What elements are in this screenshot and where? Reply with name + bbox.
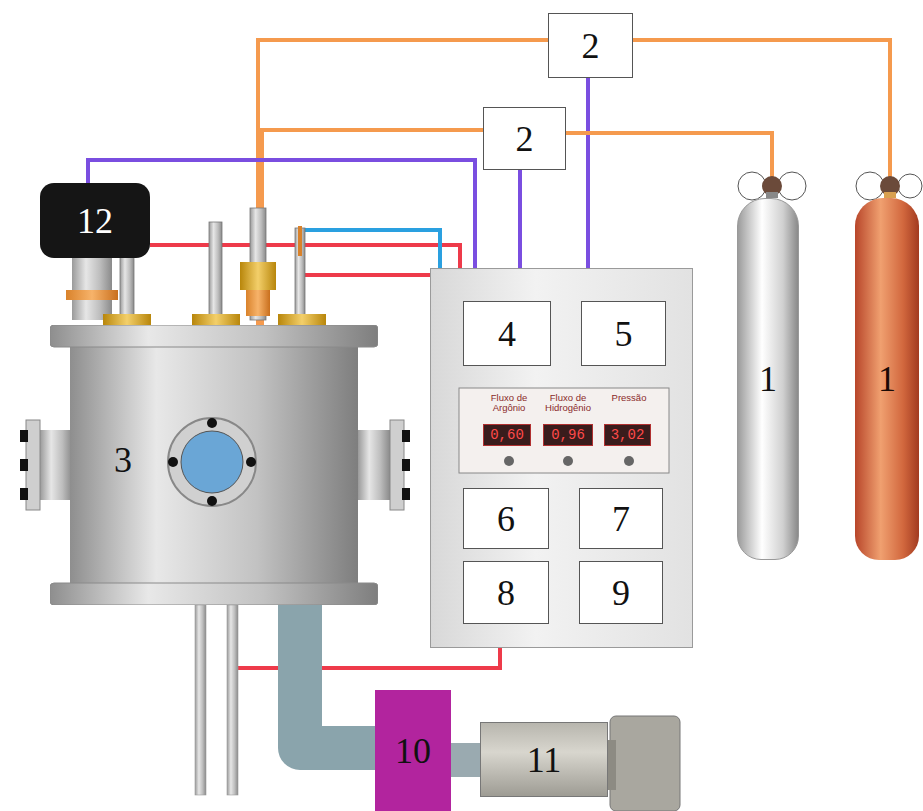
callout-number: 1	[759, 358, 777, 400]
callout-number: 11	[527, 739, 562, 781]
callout-number: 8	[497, 572, 515, 614]
fitting-base	[278, 314, 326, 325]
connection-line	[633, 40, 890, 198]
callout-number: 10	[395, 730, 431, 772]
readout: 0,60	[483, 424, 531, 446]
cylinder-valve	[738, 172, 806, 200]
gauge-ring	[66, 290, 118, 300]
vacuum-pipe	[451, 743, 480, 777]
fitting-base	[103, 314, 151, 325]
callout-number: 1	[878, 358, 896, 400]
callout-number: 7	[612, 498, 630, 540]
controller-box: 2	[483, 107, 566, 170]
water-tube	[227, 605, 238, 795]
inlet-sleeve	[246, 290, 270, 316]
control-panel: Fluxo de ArgônioFluxo de HidrogênioPress…	[430, 268, 693, 648]
readout: 0,96	[543, 424, 593, 446]
module-box: 9	[579, 561, 663, 624]
module-box: 6	[463, 488, 549, 549]
callout-number: 12	[77, 200, 113, 242]
cylinder-valve	[856, 172, 922, 200]
connection-line	[586, 78, 590, 268]
vacuum-pipe	[300, 605, 375, 748]
readout: 3,02	[604, 424, 651, 446]
chamber-body	[50, 325, 378, 605]
callout-number: 9	[612, 572, 630, 614]
display-caption: Fluxo de Argônio	[479, 393, 539, 413]
side-flange	[390, 420, 404, 510]
module-box: 4	[463, 301, 551, 366]
callout-number: 2	[516, 118, 534, 160]
callout-number: 4	[498, 313, 516, 355]
pressure-gauge: 12	[40, 183, 150, 258]
module-box: 8	[463, 561, 549, 624]
thermocouple-wire	[298, 226, 302, 256]
side-port	[40, 430, 72, 500]
display-caption: Pressão	[601, 393, 657, 403]
side-flange	[26, 420, 40, 510]
gas-cylinder: 1	[737, 198, 799, 560]
side-port	[358, 430, 390, 500]
connection-line	[518, 170, 522, 268]
callout-number: 6	[497, 498, 515, 540]
connection-line	[303, 230, 440, 325]
callout-number: 5	[615, 313, 633, 355]
readout-value: 0,60	[490, 427, 524, 443]
inlet-nut	[240, 262, 276, 290]
callout-number: 3	[114, 439, 132, 481]
controller-box: 2	[548, 13, 633, 78]
valve-box: 10	[375, 690, 451, 811]
readout-value: 3,02	[611, 427, 645, 443]
gauge-column	[72, 258, 112, 320]
callout-number: 2	[582, 25, 600, 67]
vacuum-pump: 11	[480, 722, 608, 797]
module-box: 7	[579, 488, 663, 549]
display-caption: Fluxo de Hidrogênio	[537, 393, 599, 413]
fitting-base	[192, 314, 240, 325]
feedthrough	[209, 222, 222, 318]
gas-cylinder: 1	[855, 198, 919, 560]
readout-value: 0,96	[551, 427, 585, 443]
reactor-chamber: 3	[50, 325, 378, 605]
water-tube	[195, 605, 206, 795]
module-box: 5	[581, 301, 666, 366]
pump-motor	[610, 716, 680, 811]
